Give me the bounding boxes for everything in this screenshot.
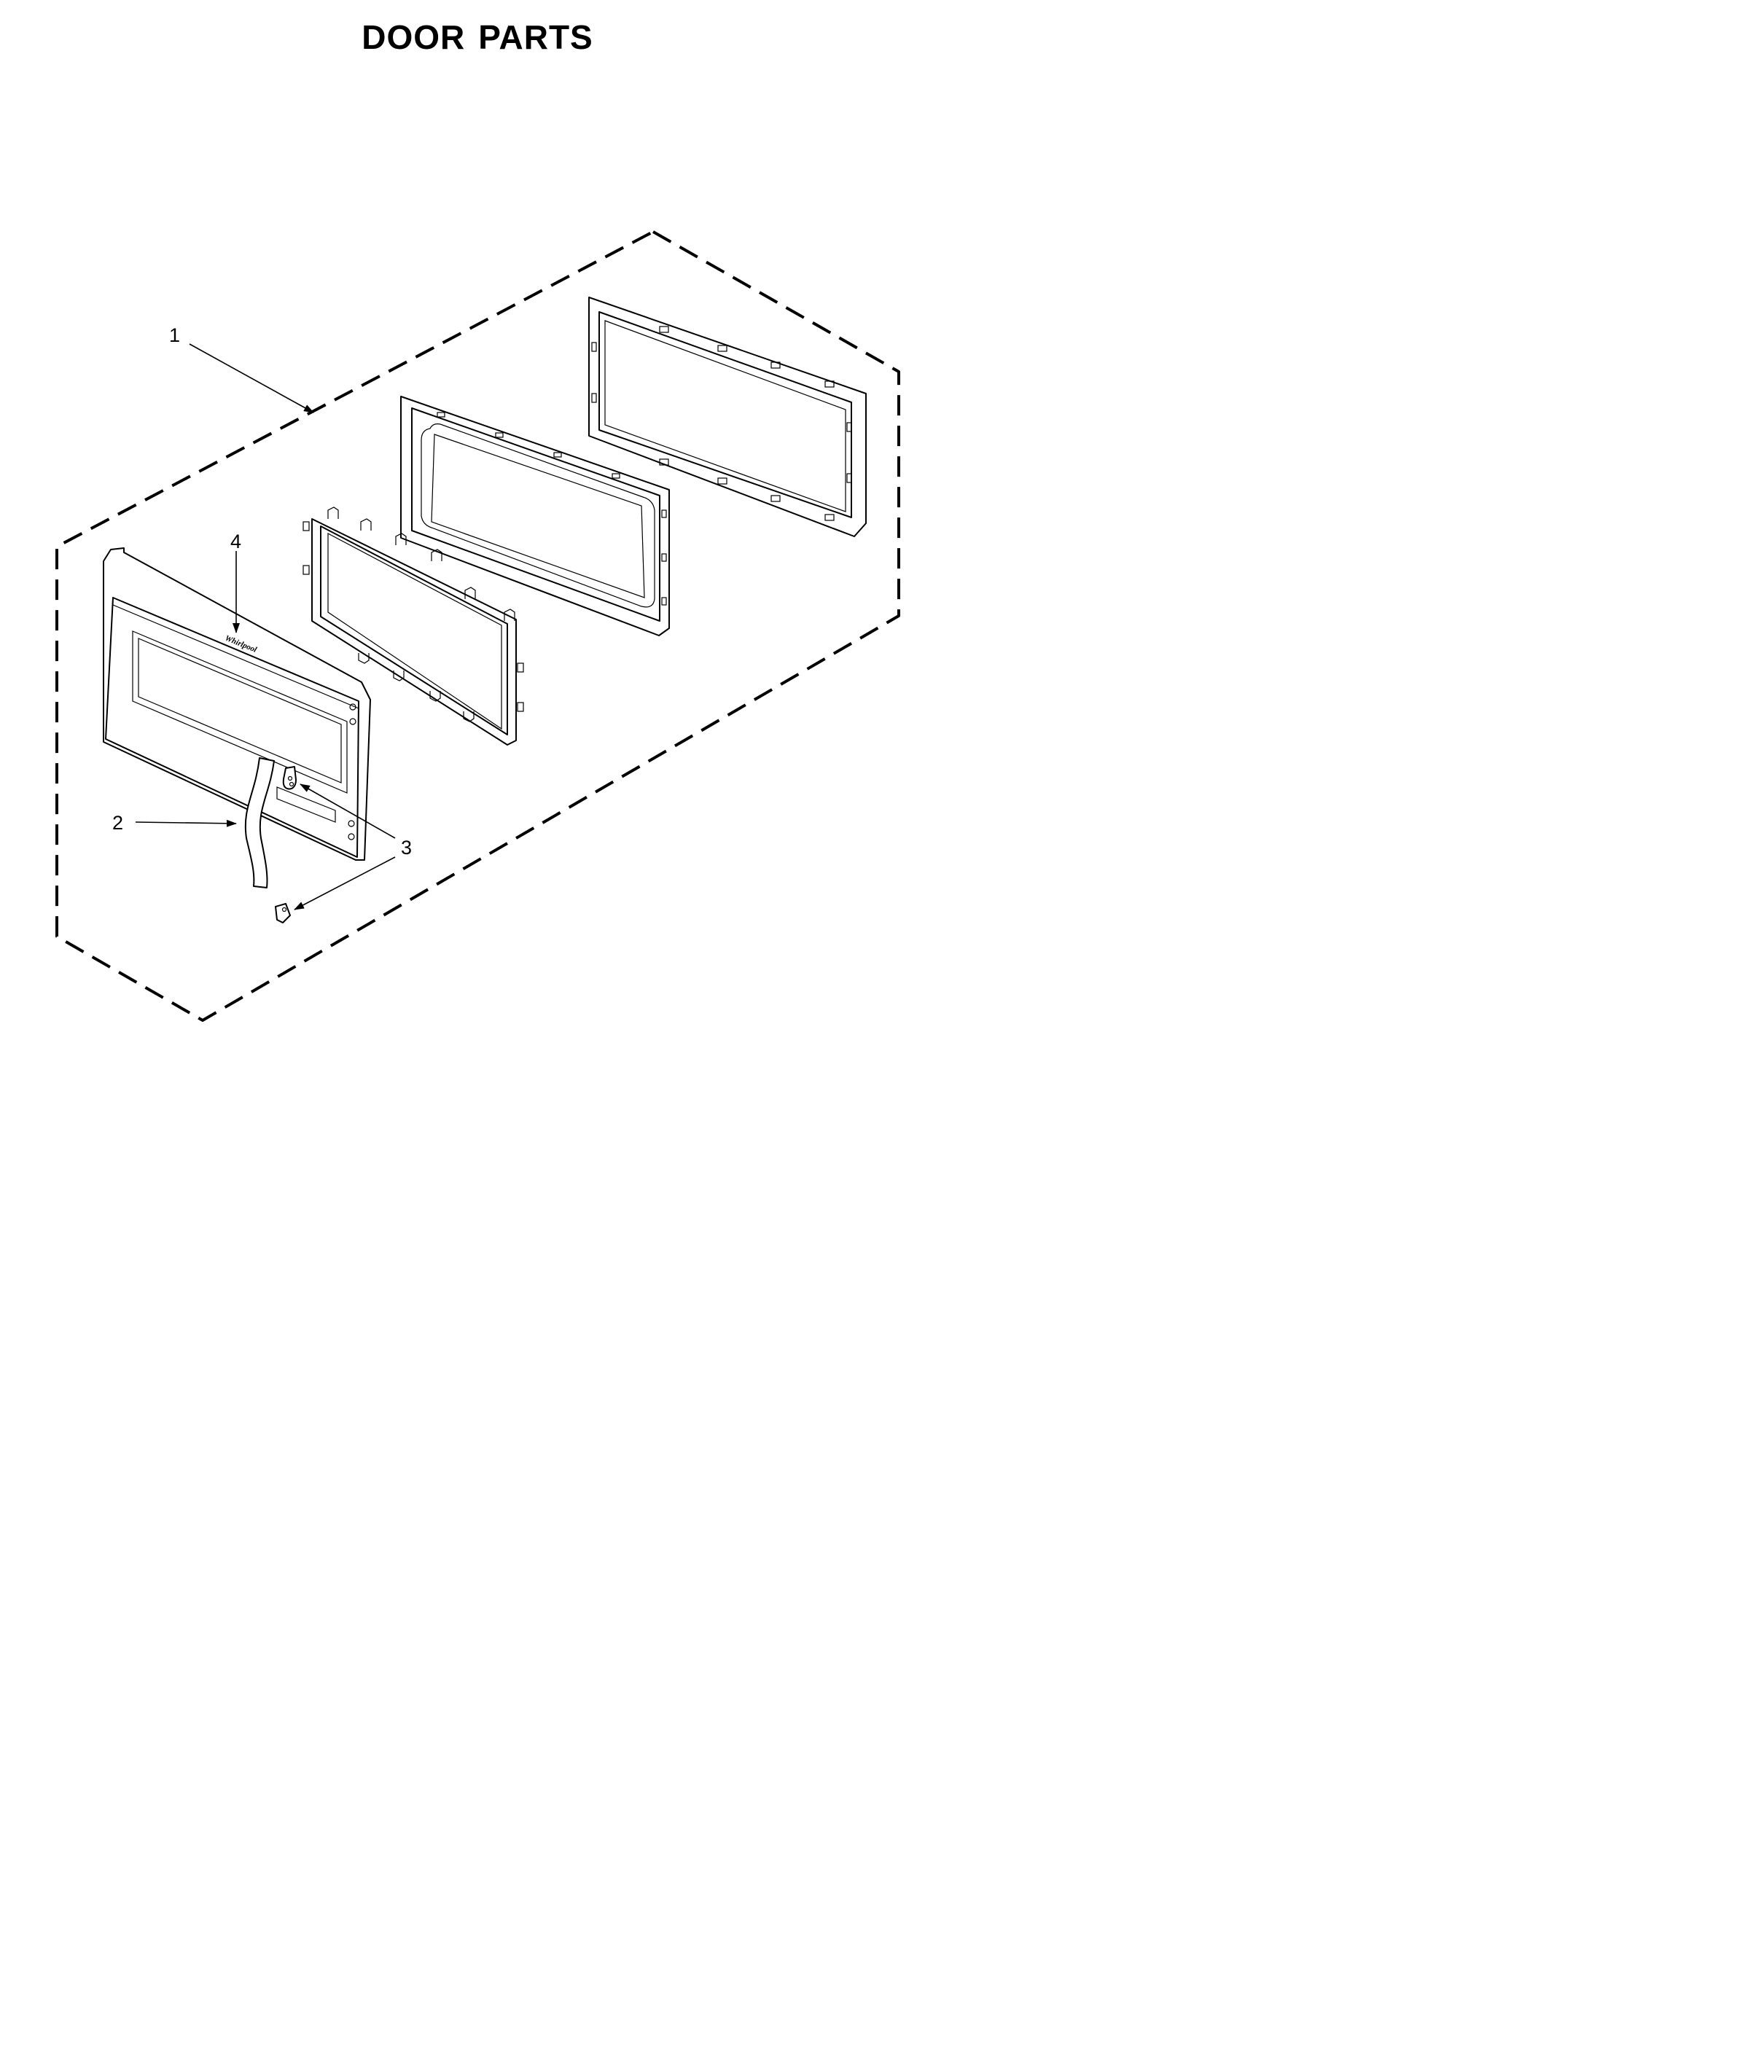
leader-line-3b [294, 856, 396, 910]
callout-4: 4 [230, 531, 241, 552]
callout-2: 2 [112, 812, 123, 834]
title-word-1: DOOR [362, 18, 466, 56]
outer-door-panel: Whirlpool [103, 547, 371, 861]
exploded-view-drawing: Whirlpool 1 2 3 4 [55, 230, 900, 1022]
door-glass-frame [303, 507, 524, 746]
diagram-title: DOOR PARTS [0, 17, 955, 57]
leader-line-3a [300, 783, 396, 839]
door-chassis [400, 396, 670, 636]
inner-door-frame [588, 297, 867, 537]
parts-diagram-page: DOOR PARTS [0, 0, 962, 1130]
title-word-2: PARTS [478, 18, 593, 56]
hinge-clip-lower [275, 903, 291, 923]
callout-3: 3 [401, 837, 412, 859]
hinge-clip-upper [282, 766, 297, 790]
callout-1: 1 [169, 324, 180, 346]
door-strip [244, 757, 275, 888]
leader-line-1 [189, 343, 314, 413]
leader-line-2 [135, 819, 237, 827]
assembly-boundary-dashed [55, 230, 900, 1022]
